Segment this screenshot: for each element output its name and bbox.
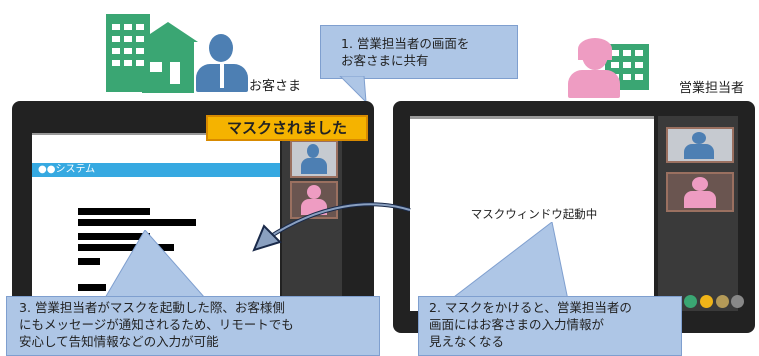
mask-notification-banner: マスクされました [206, 115, 368, 141]
staff-person-icon [582, 40, 608, 70]
masked-block [78, 233, 150, 240]
masked-block [78, 258, 100, 265]
callout-top-pointer [339, 76, 367, 104]
staff-video-thumb-2 [666, 172, 734, 212]
control-button[interactable] [684, 295, 697, 308]
house-door [170, 62, 180, 84]
callout-right: 2. マスクをかけると、営業担当者の 画面にはお客さまの入力情報が 見えなくなる [418, 296, 682, 356]
masked-block [78, 244, 174, 251]
masked-block [78, 208, 150, 215]
callout-right-text: 2. マスクをかけると、営業担当者の 画面にはお客さまの入力情報が 見えなくなる [429, 300, 632, 349]
thumb-person-pink-head [692, 177, 708, 191]
mask-window-status: マスクウィンドウ起動中 [470, 207, 598, 221]
callout-top-text: 1. 営業担当者の画面を お客さまに共有 [341, 36, 470, 68]
callout-left-pointer [104, 230, 207, 299]
control-button[interactable] [700, 295, 713, 308]
staff-building-icon [605, 44, 649, 90]
system-bar: ●●システム [32, 163, 280, 177]
staff-video-thumb-1 [666, 127, 734, 163]
staff-person-body [568, 70, 620, 98]
thumb-person-blue-body [301, 158, 327, 174]
control-button[interactable] [716, 295, 729, 308]
callout-right-pointer [448, 222, 569, 301]
callout-top: 1. 営業担当者の画面を お客さまに共有 [320, 25, 518, 79]
staff-screen-top-bar [410, 116, 654, 119]
customer-video-thumb-1 [290, 140, 338, 178]
customer-tie [220, 64, 224, 88]
office-building-icon [106, 14, 150, 92]
masked-block [78, 219, 196, 226]
curved-arrow-icon [252, 202, 411, 252]
thumb-person-pink-body [684, 191, 716, 208]
callout-left: 3. 営業担当者がマスクを起動した際、お客様側 にもメッセージが通知されるため、… [6, 296, 380, 356]
screen-top-bar [32, 133, 280, 135]
thumb-person-blue-head [692, 132, 706, 144]
masked-block [78, 284, 106, 291]
control-button[interactable] [731, 295, 744, 308]
house-roof [138, 22, 198, 42]
house-window [150, 62, 162, 72]
callout-left-text: 3. 営業担当者がマスクを起動した際、お客様側 にもメッセージが通知されるため、… [19, 300, 294, 349]
thumb-person-blue-head [307, 144, 319, 158]
thumb-person-blue-body [684, 144, 714, 159]
staff-label: 営業担当者 [679, 81, 745, 96]
customer-label: お客さま [249, 79, 302, 94]
customer-person-icon [209, 34, 233, 62]
thumb-person-pink-head [307, 185, 321, 199]
